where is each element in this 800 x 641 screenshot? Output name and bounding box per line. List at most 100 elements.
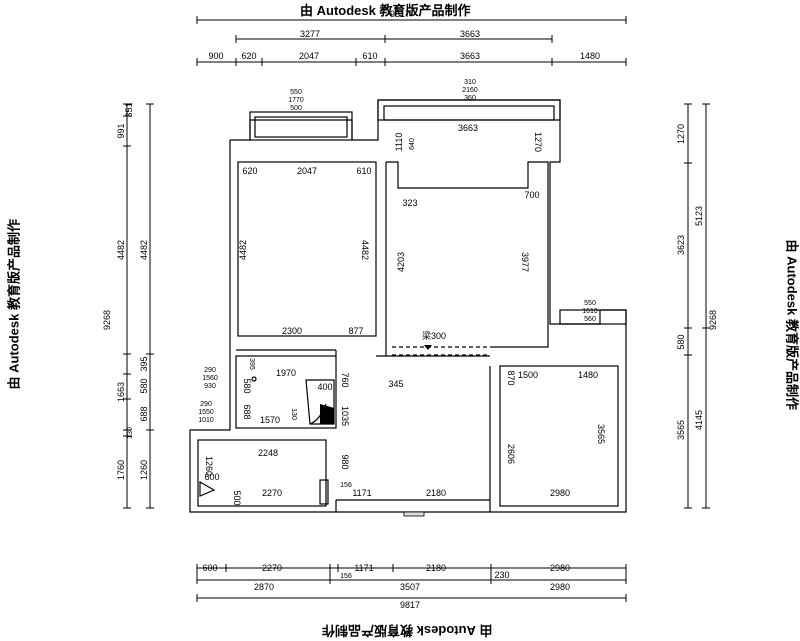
- svg-text:1270: 1270: [533, 132, 543, 152]
- svg-text:1480: 1480: [580, 51, 600, 61]
- svg-text:2047: 2047: [299, 51, 319, 61]
- svg-text:877: 877: [348, 326, 363, 336]
- svg-text:4482: 4482: [360, 240, 370, 260]
- svg-text:688: 688: [242, 404, 252, 419]
- watermark-right: 由 Autodesk 教育版产品制作: [784, 240, 800, 390]
- svg-text:130: 130: [127, 427, 134, 439]
- svg-text:610: 610: [356, 166, 371, 176]
- svg-text:2180: 2180: [426, 488, 446, 498]
- svg-text:600: 600: [202, 563, 217, 573]
- svg-text:1171: 1171: [352, 488, 371, 498]
- svg-text:2980: 2980: [550, 582, 570, 592]
- svg-text:870: 870: [506, 370, 516, 385]
- balcony-2: [378, 100, 560, 120]
- svg-text:600: 600: [204, 472, 219, 482]
- svg-text:900: 900: [208, 51, 223, 61]
- svg-text:310: 310: [464, 79, 476, 86]
- svg-text:3565: 3565: [676, 420, 686, 440]
- svg-text:640: 640: [409, 138, 416, 150]
- svg-text:5123: 5123: [694, 206, 704, 226]
- svg-text:980: 980: [340, 454, 350, 469]
- svg-text:395: 395: [139, 356, 149, 371]
- svg-text:1260: 1260: [139, 460, 149, 480]
- svg-text:290: 290: [204, 367, 216, 374]
- svg-text:688: 688: [139, 406, 149, 421]
- svg-text:1760: 1760: [116, 460, 126, 480]
- svg-text:1970: 1970: [276, 368, 296, 378]
- svg-text:1663: 1663: [116, 382, 126, 402]
- svg-text:4203: 4203: [396, 252, 406, 272]
- svg-text:9817: 9817: [400, 600, 420, 610]
- svg-text:2270: 2270: [262, 563, 282, 573]
- svg-text:290: 290: [200, 401, 212, 408]
- svg-text:760: 760: [340, 372, 350, 387]
- svg-text:500: 500: [290, 105, 302, 112]
- svg-text:9268: 9268: [102, 310, 112, 330]
- svg-text:1480: 1480: [578, 370, 598, 380]
- svg-text:2980: 2980: [550, 563, 570, 573]
- svg-text:4482: 4482: [238, 240, 248, 260]
- svg-text:130: 130: [290, 408, 297, 420]
- svg-text:2870: 2870: [254, 582, 274, 592]
- bedroom-1: [238, 162, 376, 336]
- watermark-top: 由 Autodesk 教育版产品制作: [300, 0, 470, 19]
- svg-text:1570: 1570: [260, 415, 280, 425]
- beam-label: 梁300: [422, 330, 446, 341]
- svg-text:4482: 4482: [116, 240, 126, 260]
- watermark-bottom: 由 Autodesk 教育版产品制作: [322, 622, 492, 641]
- svg-text:156: 156: [340, 482, 352, 489]
- svg-text:395: 395: [248, 358, 255, 370]
- svg-text:1010: 1010: [198, 417, 214, 424]
- svg-text:700: 700: [524, 190, 539, 200]
- svg-text:2270: 2270: [262, 488, 282, 498]
- svg-text:360: 360: [464, 95, 476, 102]
- svg-text:3663: 3663: [460, 51, 480, 61]
- svg-text:1171: 1171: [354, 563, 373, 573]
- svg-text:580: 580: [676, 334, 686, 349]
- svg-text:1035: 1035: [340, 406, 350, 426]
- svg-text:580: 580: [139, 378, 149, 393]
- svg-text:580: 580: [242, 378, 252, 393]
- svg-text:550: 550: [584, 300, 596, 307]
- svg-text:3663: 3663: [460, 29, 480, 39]
- svg-text:4482: 4482: [139, 240, 149, 260]
- svg-text:2047: 2047: [297, 166, 317, 176]
- svg-text:1500: 1500: [518, 370, 538, 380]
- svg-text:400: 400: [317, 382, 332, 392]
- svg-text:3977: 3977: [520, 252, 530, 272]
- svg-text:1560: 1560: [202, 375, 218, 382]
- svg-text:3277: 3277: [300, 29, 320, 39]
- svg-text:351: 351: [124, 102, 134, 117]
- svg-text:323: 323: [402, 198, 417, 208]
- balcony-1: [250, 112, 352, 140]
- watermark-left: 由 Autodesk 教育版产品制作: [4, 240, 23, 390]
- svg-text:2160: 2160: [462, 87, 478, 94]
- svg-text:1550: 1550: [198, 409, 214, 416]
- svg-text:3507: 3507: [400, 582, 420, 592]
- svg-text:2248: 2248: [258, 448, 278, 458]
- svg-text:2980: 2980: [550, 488, 570, 498]
- svg-text:156: 156: [340, 573, 352, 580]
- svg-text:1110: 1110: [394, 133, 404, 152]
- svg-text:550: 550: [290, 89, 302, 96]
- svg-text:620: 620: [241, 51, 256, 61]
- svg-text:2606: 2606: [506, 444, 516, 464]
- svg-text:560: 560: [584, 316, 596, 323]
- svg-text:2180: 2180: [426, 563, 446, 573]
- svg-text:500: 500: [232, 490, 242, 505]
- svg-text:620: 620: [242, 166, 257, 176]
- svg-text:1270: 1270: [676, 124, 686, 144]
- svg-text:1610: 1610: [582, 308, 598, 315]
- svg-text:345: 345: [388, 379, 403, 389]
- svg-text:230: 230: [494, 570, 509, 580]
- svg-text:3565: 3565: [596, 424, 606, 444]
- svg-text:1770: 1770: [288, 97, 304, 104]
- svg-text:3663: 3663: [458, 123, 478, 133]
- svg-text:930: 930: [204, 383, 216, 390]
- svg-text:4145: 4145: [694, 410, 704, 430]
- svg-text:991: 991: [116, 123, 126, 138]
- svg-text:2300: 2300: [282, 326, 302, 336]
- svg-text:610: 610: [362, 51, 377, 61]
- svg-text:3623: 3623: [676, 235, 686, 255]
